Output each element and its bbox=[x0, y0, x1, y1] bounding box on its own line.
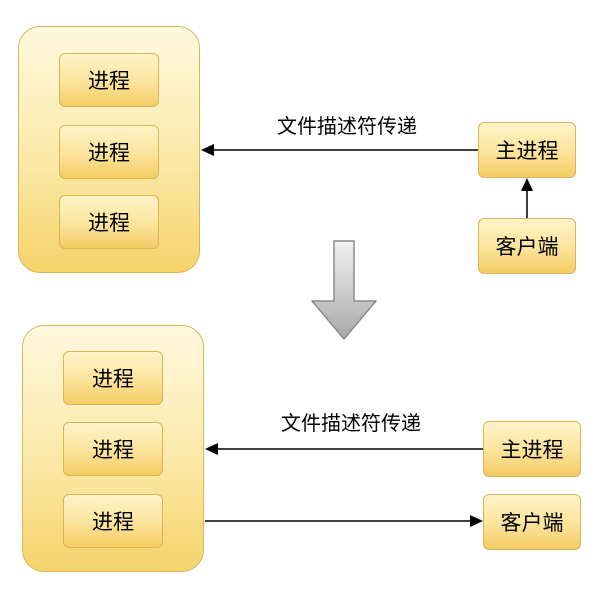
main-process-bottom: 主进程 bbox=[483, 421, 581, 477]
pool-process-bottom-3: 进程 bbox=[63, 494, 163, 548]
pool-process-bottom-1: 进程 bbox=[63, 351, 163, 405]
fd-passing-label-top: 文件描述符传递 bbox=[277, 114, 417, 138]
transition-down-arrow bbox=[311, 240, 377, 340]
pool-process-top-3: 进程 bbox=[59, 195, 159, 249]
fd-passing-label-bottom: 文件描述符传递 bbox=[281, 411, 421, 435]
pool-process-top-2: 进程 bbox=[59, 125, 159, 179]
fd-passing-arrow-top bbox=[201, 144, 478, 156]
main-process-top: 主进程 bbox=[478, 122, 576, 178]
pool-to-client-arrow-bottom bbox=[205, 515, 483, 527]
client-to-main-arrow-top bbox=[521, 178, 533, 218]
pool-process-top-1: 进程 bbox=[59, 53, 159, 107]
pool-process-bottom-2: 进程 bbox=[63, 422, 163, 476]
client-bottom: 客户端 bbox=[483, 494, 581, 550]
client-top: 客户端 bbox=[478, 218, 576, 274]
fd-passing-arrow-bottom bbox=[205, 443, 483, 455]
